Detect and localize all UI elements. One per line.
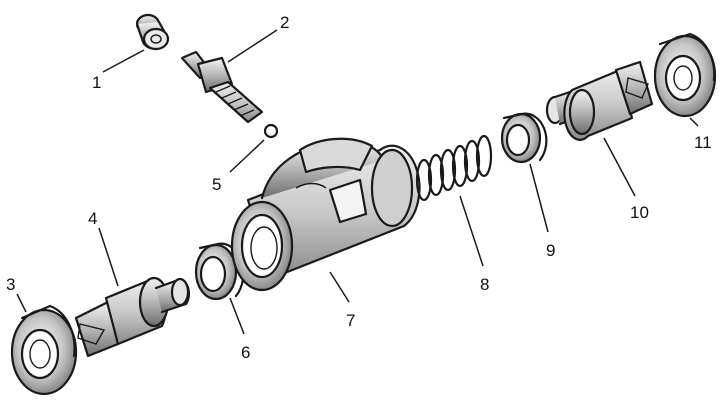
- label-part-3: 3: [6, 275, 15, 294]
- leader-7: [329, 271, 350, 303]
- label-part-10: 10: [630, 203, 649, 222]
- part-9-cup-seal: [500, 112, 548, 164]
- label-part-11: 11: [694, 133, 712, 152]
- part-1-bleeder-cap: [135, 13, 170, 51]
- label-part-9: 9: [546, 241, 555, 260]
- leader-6: [229, 297, 245, 335]
- leader-11: [689, 117, 699, 127]
- part-labels: 1 2 3 4 5 6 7 8 9 10 11: [6, 13, 712, 362]
- part-4-piston: [74, 276, 191, 358]
- label-part-1: 1: [92, 73, 101, 92]
- leader-4: [98, 227, 119, 287]
- part-10-piston: [545, 60, 654, 141]
- leader-5: [229, 139, 265, 173]
- leader-1: [102, 49, 145, 73]
- part-7-cylinder-body: [230, 137, 421, 292]
- label-part-2: 2: [280, 13, 289, 32]
- part-2-bleeder-screw: [180, 50, 264, 124]
- leader-2: [227, 29, 278, 63]
- leader-8: [459, 195, 484, 267]
- part-11-dust-boot: [653, 32, 717, 118]
- label-part-7: 7: [346, 311, 355, 330]
- label-part-8: 8: [480, 275, 489, 294]
- label-part-4: 4: [88, 209, 97, 228]
- part-5-seal-ring: [263, 123, 279, 139]
- leader-3: [16, 293, 27, 313]
- part-3-dust-boot: [10, 304, 78, 396]
- label-part-5: 5: [212, 175, 221, 194]
- part-6-cup-seal: [194, 242, 245, 301]
- leader-9: [529, 163, 549, 233]
- part-8-spring: [415, 134, 493, 202]
- leader-lines: [16, 29, 699, 335]
- leader-10: [603, 137, 636, 197]
- label-part-6: 6: [241, 343, 250, 362]
